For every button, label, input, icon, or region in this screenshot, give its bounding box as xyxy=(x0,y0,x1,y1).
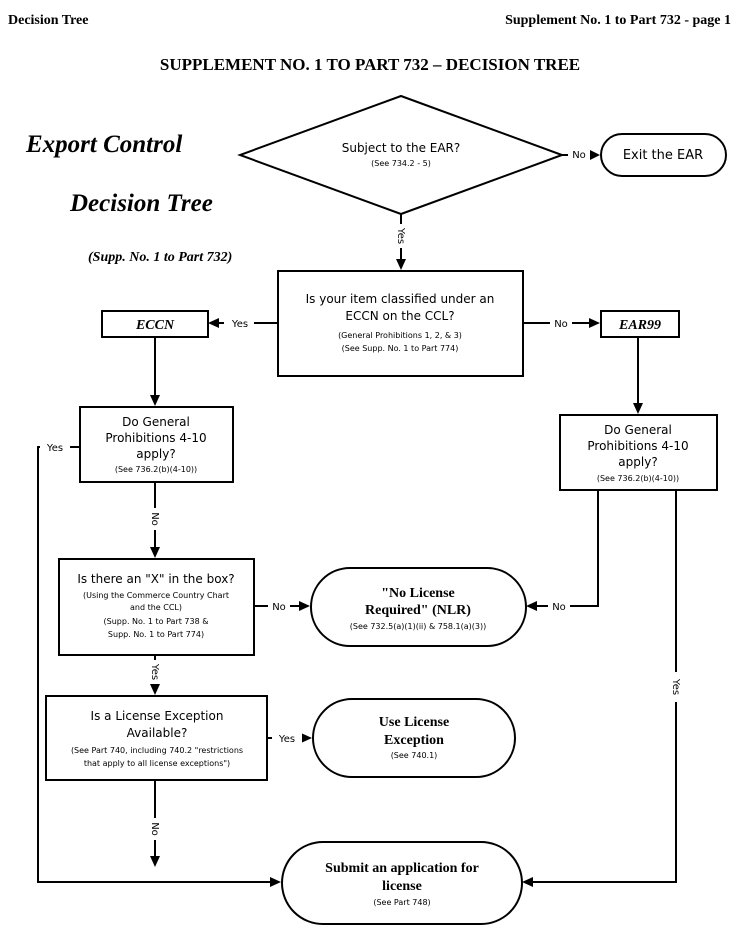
node-text: Submit an application for xyxy=(325,861,479,876)
node-text: Prohibitions 4-10 xyxy=(587,439,688,453)
arrowhead xyxy=(150,547,160,558)
node-ref: (See 736.2(b)(4-10)) xyxy=(115,465,197,474)
edge-label-yes: Yes xyxy=(231,319,248,330)
arrowhead xyxy=(150,856,160,867)
node-text: Is your item classified under an xyxy=(306,292,495,306)
arrowhead xyxy=(589,318,600,328)
node-text: apply? xyxy=(618,455,657,469)
node-gp-right: Do General Prohibitions 4-10 apply? (See… xyxy=(559,414,718,491)
node-ref: (See 732.5(a)(1)(ii) & 758.1(a)(3)) xyxy=(350,622,486,631)
header-right: Supplement No. 1 to Part 732 - page 1 xyxy=(505,13,731,28)
node-text: Use License xyxy=(379,715,449,730)
node-text: Subject to the EAR? xyxy=(342,141,461,155)
node-ref: (See 734.2 - 5) xyxy=(371,159,431,168)
edge-label-no: No xyxy=(572,150,586,161)
node-ref: (See Part 748) xyxy=(373,898,430,907)
node-use-license-exception: Use License Exception (See 740.1) xyxy=(312,698,516,778)
node-text: EAR99 xyxy=(618,318,661,333)
node-text: Available? xyxy=(127,726,188,740)
side-title-sub: (Supp. No. 1 to Part 732) xyxy=(88,250,232,265)
edge-label-no: No xyxy=(149,822,160,836)
arrowhead xyxy=(633,403,643,414)
arrowhead xyxy=(301,733,312,743)
node-ref: (Supp. No. 1 to Part 738 & xyxy=(104,617,209,626)
node-gp-left: Do General Prohibitions 4-10 apply? (See… xyxy=(79,406,234,483)
edge-label-no: No xyxy=(554,319,568,330)
node-ear99: EAR99 xyxy=(600,310,680,338)
node-text: Exit the EAR xyxy=(623,148,703,163)
arrowhead xyxy=(590,150,600,160)
node-ref: (See Supp. No. 1 to Part 774) xyxy=(342,344,459,353)
node-ref: (Using the Commerce Country Chart xyxy=(83,591,229,600)
edge-gpright-submit xyxy=(526,490,677,883)
node-classified-ccl: Is your item classified under an ECCN on… xyxy=(277,270,524,377)
node-text: ECCN xyxy=(135,318,175,333)
arrowhead xyxy=(208,318,219,328)
edge-label-yes: Yes xyxy=(670,678,681,695)
node-text: "No License xyxy=(381,586,455,601)
arrowhead xyxy=(150,684,160,695)
node-ref: (See Part 740, including 740.2 "restrict… xyxy=(71,746,243,755)
node-license-exception-available: Is a License Exception Available? (See P… xyxy=(45,695,268,781)
node-text: Do General xyxy=(604,423,672,437)
edge-label-yes: Yes xyxy=(395,227,406,244)
node-ref: (General Prohibitions 1, 2, & 3) xyxy=(338,331,462,340)
edge-label-no: No xyxy=(149,512,160,526)
edge-label-no: No xyxy=(272,602,286,613)
edge-label-no: No xyxy=(552,602,566,613)
side-title-line1: Export Control xyxy=(25,131,182,158)
node-text: apply? xyxy=(136,447,175,461)
node-text: Exception xyxy=(384,733,444,748)
arrowhead xyxy=(522,877,533,887)
node-text: Prohibitions 4-10 xyxy=(105,431,206,445)
node-text: ECCN on the CCL? xyxy=(345,309,454,323)
node-no-license-required: "No License Required" (NLR) (See 732.5(a… xyxy=(310,567,527,647)
node-eccn: ECCN xyxy=(101,310,209,338)
node-text: Is a License Exception xyxy=(91,709,224,723)
node-text: Required" (NLR) xyxy=(365,603,471,618)
node-ref: and the CCL) xyxy=(130,603,182,612)
arrowhead xyxy=(299,601,310,611)
node-ref: (See 740.1) xyxy=(391,751,438,760)
arrowhead xyxy=(270,877,281,887)
arrowhead xyxy=(526,601,537,611)
side-title-line2: Decision Tree xyxy=(69,190,213,217)
edge-label-yes: Yes xyxy=(149,663,160,680)
node-text: Is there an "X" in the box? xyxy=(77,572,234,586)
node-ref: (See 736.2(b)(4-10)) xyxy=(597,474,679,483)
node-ref: that apply to all license exceptions") xyxy=(84,759,230,768)
edge-label-yes: Yes xyxy=(46,443,63,454)
arrowhead xyxy=(150,395,160,406)
arrowhead xyxy=(396,259,406,270)
node-submit-application: Submit an application for license (See P… xyxy=(281,841,523,925)
node-text: license xyxy=(382,879,422,894)
edge-label-yes: Yes xyxy=(278,734,295,745)
node-subject-to-ear: Subject to the EAR? (See 734.2 - 5) xyxy=(237,94,565,216)
header-left: Decision Tree xyxy=(8,13,89,28)
node-ref: Supp. No. 1 to Part 774) xyxy=(108,630,204,639)
node-exit-ear: Exit the EAR xyxy=(600,133,727,177)
node-text: Do General xyxy=(122,415,190,429)
page-title: SUPPLEMENT NO. 1 TO PART 732 – DECISION … xyxy=(160,55,580,74)
edge-gpright-nlr xyxy=(530,490,599,607)
node-x-in-box: Is there an "X" in the box? (Using the C… xyxy=(58,558,255,656)
